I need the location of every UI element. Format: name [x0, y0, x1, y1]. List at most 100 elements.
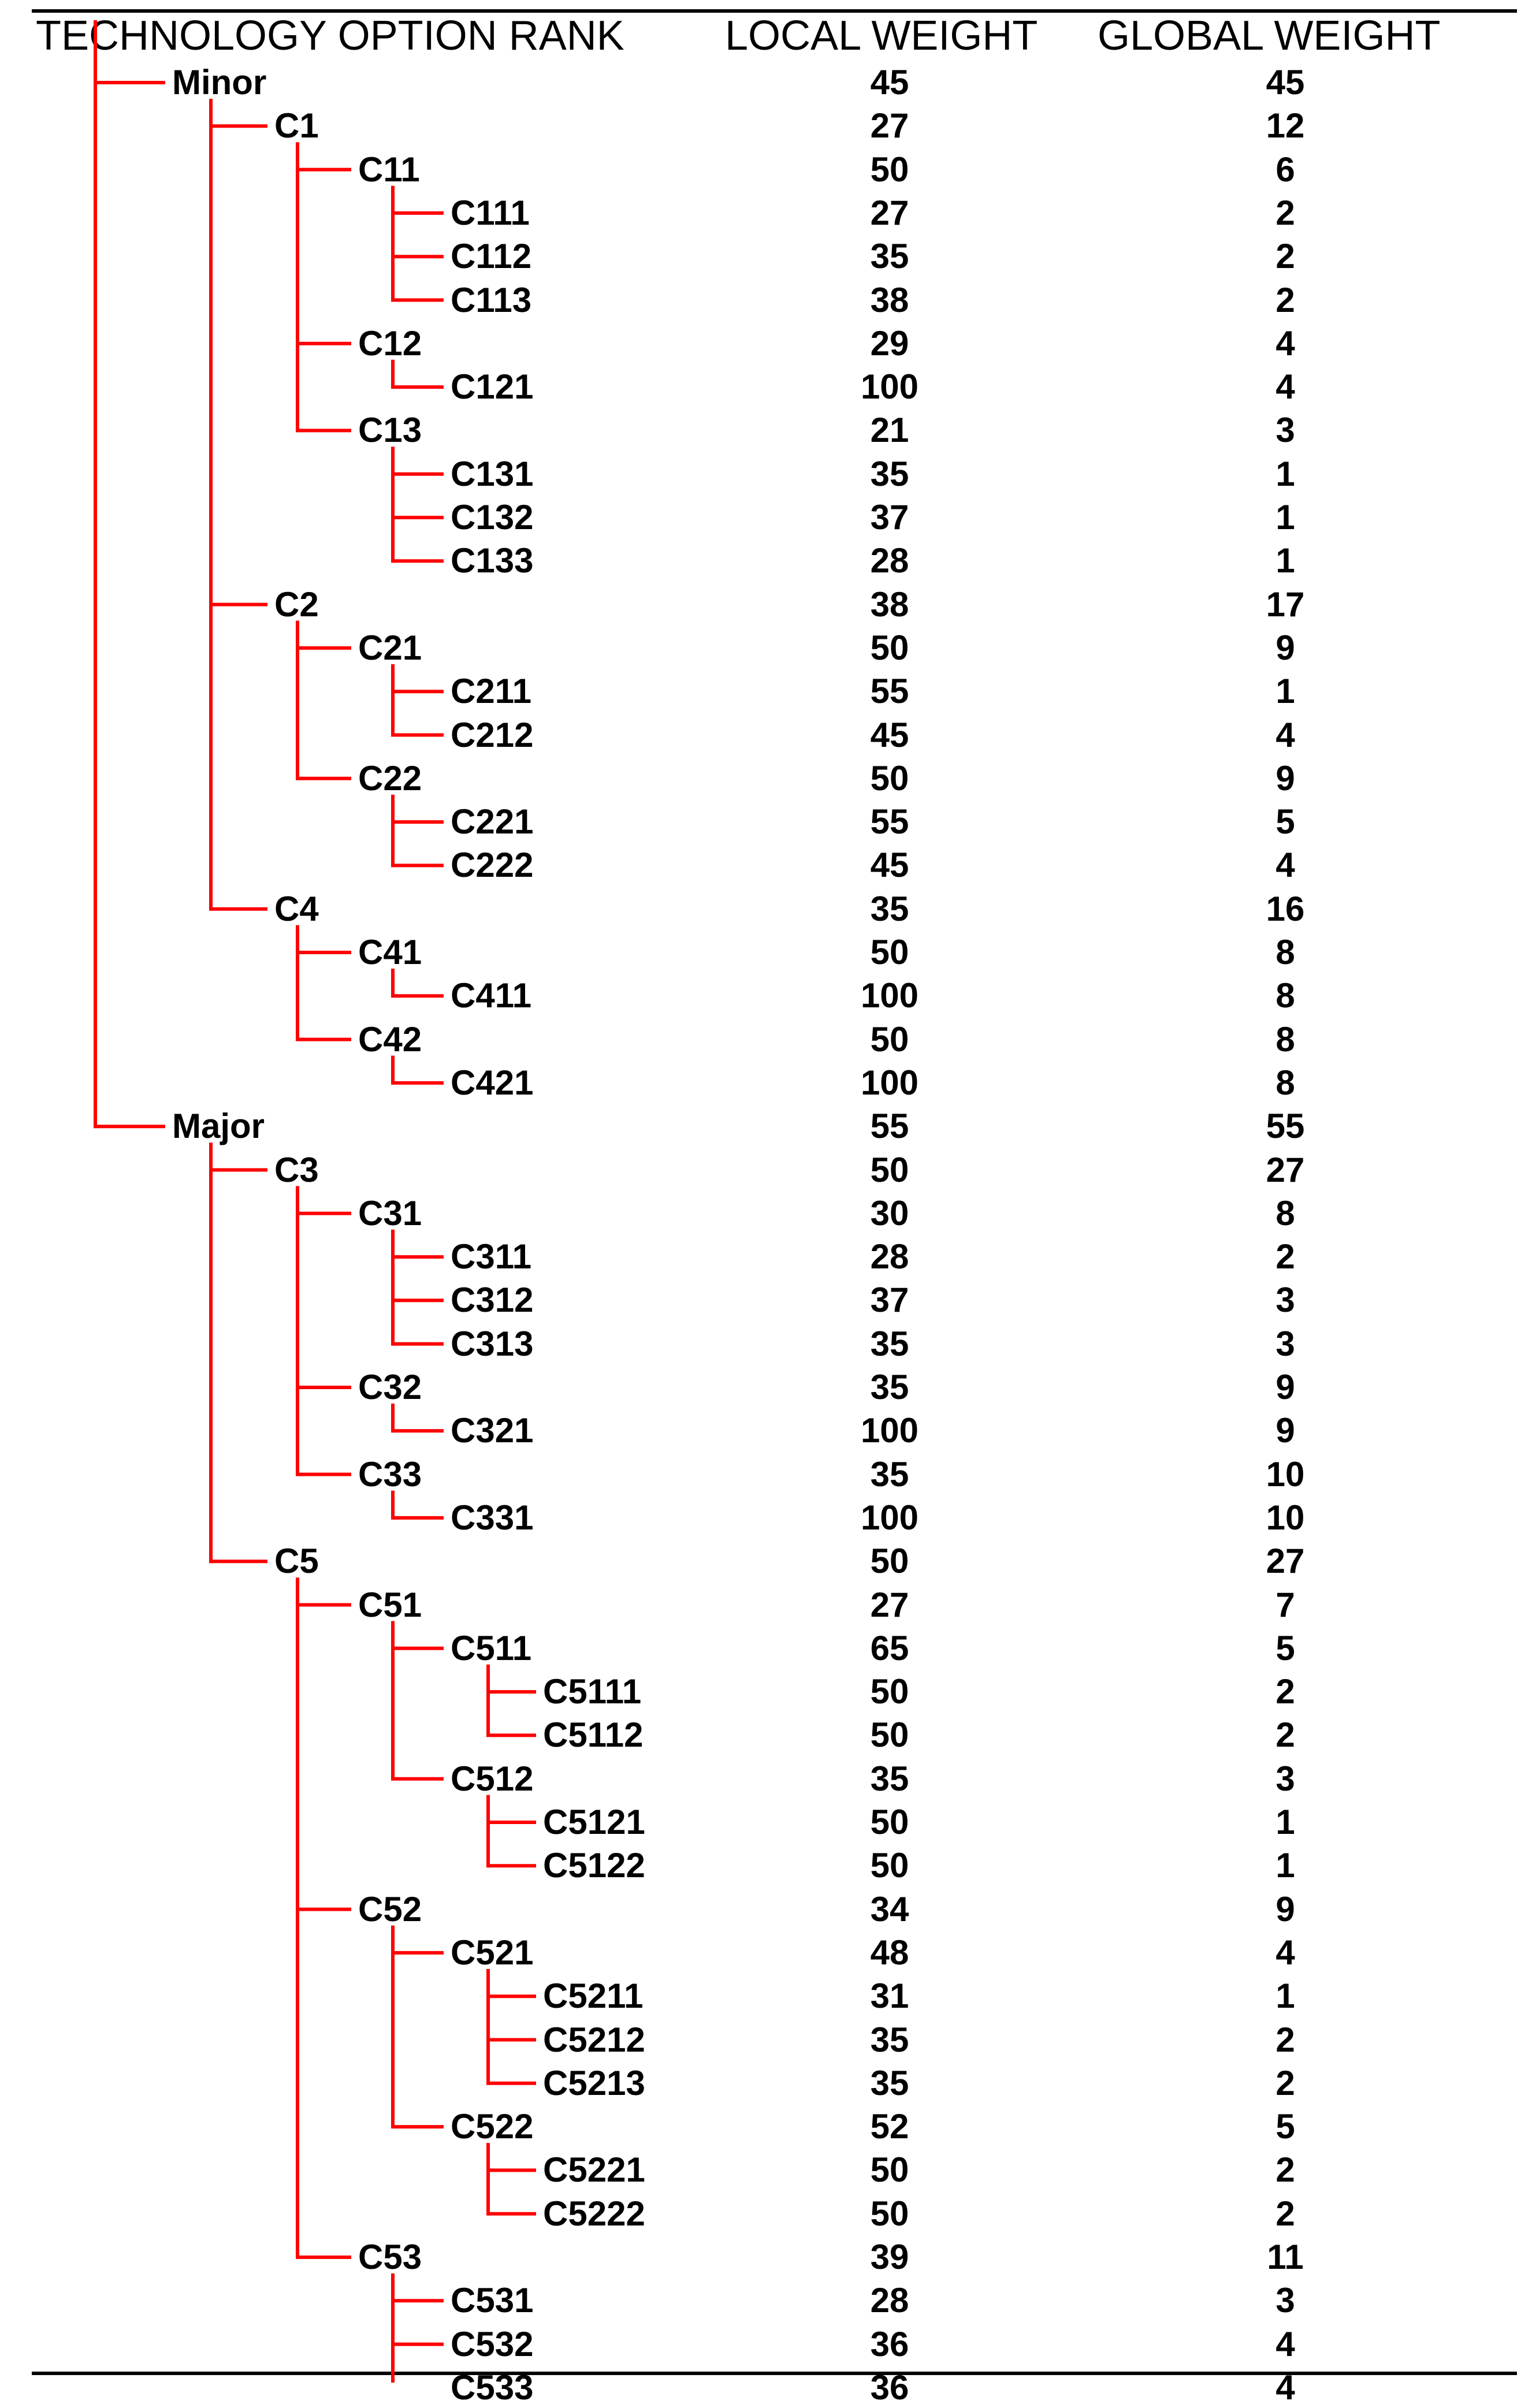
local-weight-cell: 35: [870, 1454, 909, 1494]
node-label-c532: C532: [451, 2324, 534, 2364]
header-local-weight: LOCAL WEIGHT: [725, 13, 1038, 59]
global-weight-cell: 4: [1275, 367, 1295, 407]
global-weight-cell: 9: [1275, 1889, 1295, 1929]
global-weight-cell: 8: [1275, 976, 1295, 1015]
local-weight-cell: 27: [870, 1585, 909, 1624]
global-weight-cell: 2: [1275, 1237, 1295, 1276]
node-label-c313: C313: [451, 1324, 534, 1363]
global-weight-cell: 9: [1275, 1411, 1295, 1450]
top-rule: [32, 9, 1517, 13]
node-label-c212: C212: [451, 715, 534, 754]
node-label-c221: C221: [451, 802, 534, 842]
local-weight-cell: 21: [870, 411, 909, 450]
node-label-c521: C521: [451, 1933, 534, 1972]
local-weight-cell: 55: [870, 802, 909, 842]
local-weight-cell: 35: [870, 2063, 909, 2102]
node-label-c53: C53: [358, 2238, 422, 2276]
global-weight-cell: 2: [1275, 2063, 1295, 2102]
node-label-c33: C33: [358, 1454, 422, 1494]
node-label-c321: C321: [451, 1411, 534, 1450]
node-label-c22: C22: [358, 758, 422, 798]
local-weight-cell: 39: [870, 2238, 909, 2276]
node-label-c51: C51: [358, 1585, 422, 1624]
node-label-c5222: C5222: [543, 2194, 645, 2233]
local-weight-cell: 27: [870, 106, 909, 146]
local-weight-cell: 35: [870, 2020, 909, 2059]
global-weight-cell: 2: [1275, 193, 1295, 232]
node-label-c41: C41: [358, 933, 422, 972]
global-weight-cell: 3: [1275, 2281, 1295, 2320]
global-weight-cell: 2: [1275, 237, 1295, 276]
global-weight-cell: 27: [1266, 1542, 1305, 1581]
local-weight-cell: 100: [860, 367, 919, 407]
global-weight-cell: 45: [1266, 63, 1305, 102]
node-label-c42: C42: [358, 1019, 422, 1059]
global-weight-cell: 1: [1275, 1803, 1295, 1841]
global-weight-cell: 11: [1267, 2238, 1304, 2276]
global-weight-cell: 8: [1275, 933, 1295, 972]
local-weight-cell: 45: [870, 715, 909, 754]
global-weight-cell: 4: [1275, 2324, 1295, 2364]
local-weight-cell: 52: [870, 2107, 909, 2146]
node-label-c4: C4: [274, 889, 319, 928]
local-weight-cell: 35: [870, 1368, 909, 1406]
global-weight-cell: 12: [1266, 106, 1305, 146]
global-weight-cell: 8: [1275, 1193, 1295, 1233]
node-label-c2: C2: [274, 585, 319, 624]
local-weight-cell: 35: [870, 889, 909, 928]
local-weight-cell: 50: [870, 1846, 909, 1885]
node-label-c411: C411: [451, 976, 532, 1015]
global-weight-cell: 1: [1275, 672, 1295, 711]
node-label-c52: C52: [358, 1889, 422, 1929]
node-label-c522: C522: [451, 2107, 534, 2146]
local-weight-cell: 30: [870, 1193, 909, 1233]
node-label-c12: C12: [358, 323, 422, 363]
global-weight-cell: 2: [1275, 2020, 1295, 2059]
local-weight-cell: 55: [870, 1107, 909, 1146]
node-label-c13: C13: [358, 411, 422, 450]
node-label-c5121: C5121: [543, 1803, 645, 1841]
header-technology-option-rank: TECHNOLOGY OPTION RANK: [36, 13, 624, 59]
global-weight-cell: 1: [1275, 498, 1295, 537]
node-label-c132: C132: [451, 498, 534, 537]
global-weight-cell: 8: [1275, 1063, 1295, 1102]
global-weight-cell: 9: [1275, 758, 1295, 798]
local-weight-cell: 50: [870, 1150, 909, 1189]
node-label-c5112: C5112: [543, 1715, 644, 1755]
global-weight-cell: 4: [1275, 1933, 1295, 1972]
node-label-c21: C21: [358, 628, 422, 667]
node-label-c5122: C5122: [543, 1846, 645, 1885]
node-label-c5111: C5111: [543, 1672, 642, 1711]
node-label-c3: C3: [274, 1150, 319, 1189]
global-weight-cell: 10: [1266, 1498, 1305, 1537]
local-weight-cell: 45: [870, 846, 909, 885]
node-label-c11: C11: [358, 150, 420, 189]
node-label-c5212: C5212: [543, 2020, 645, 2059]
local-weight-cell: 28: [870, 1237, 909, 1276]
node-label-c5213: C5213: [543, 2063, 645, 2102]
local-weight-cell: 100: [860, 1411, 919, 1450]
global-weight-cell: 3: [1275, 1759, 1295, 1798]
node-label-c5: C5: [274, 1542, 319, 1581]
global-weight-cell: 16: [1266, 889, 1305, 928]
local-weight-cell: 37: [870, 498, 909, 537]
global-weight-cell: 10: [1266, 1454, 1305, 1494]
global-weight-cell: 5: [1275, 802, 1295, 842]
global-weight-cell: 8: [1275, 1019, 1295, 1059]
node-label-c5211: C5211: [543, 1977, 644, 2016]
global-weight-cell: 9: [1275, 1368, 1295, 1406]
local-weight-cell: 37: [870, 1281, 909, 1320]
node-label-c133: C133: [451, 541, 534, 580]
node-label-c5221: C5221: [543, 2150, 645, 2190]
global-weight-cell: 1: [1275, 541, 1295, 580]
local-weight-cell: 34: [870, 1889, 909, 1929]
node-label-c331: C331: [451, 1498, 534, 1537]
global-weight-cell: 3: [1275, 1281, 1295, 1320]
local-weight-cell: 48: [870, 1933, 909, 1972]
global-weight-cell: 4: [1275, 323, 1295, 363]
global-weight-cell: 7: [1275, 1585, 1295, 1624]
local-weight-cell: 50: [870, 628, 909, 667]
local-weight-cell: 35: [870, 1759, 909, 1798]
local-weight-cell: 28: [870, 2281, 909, 2320]
